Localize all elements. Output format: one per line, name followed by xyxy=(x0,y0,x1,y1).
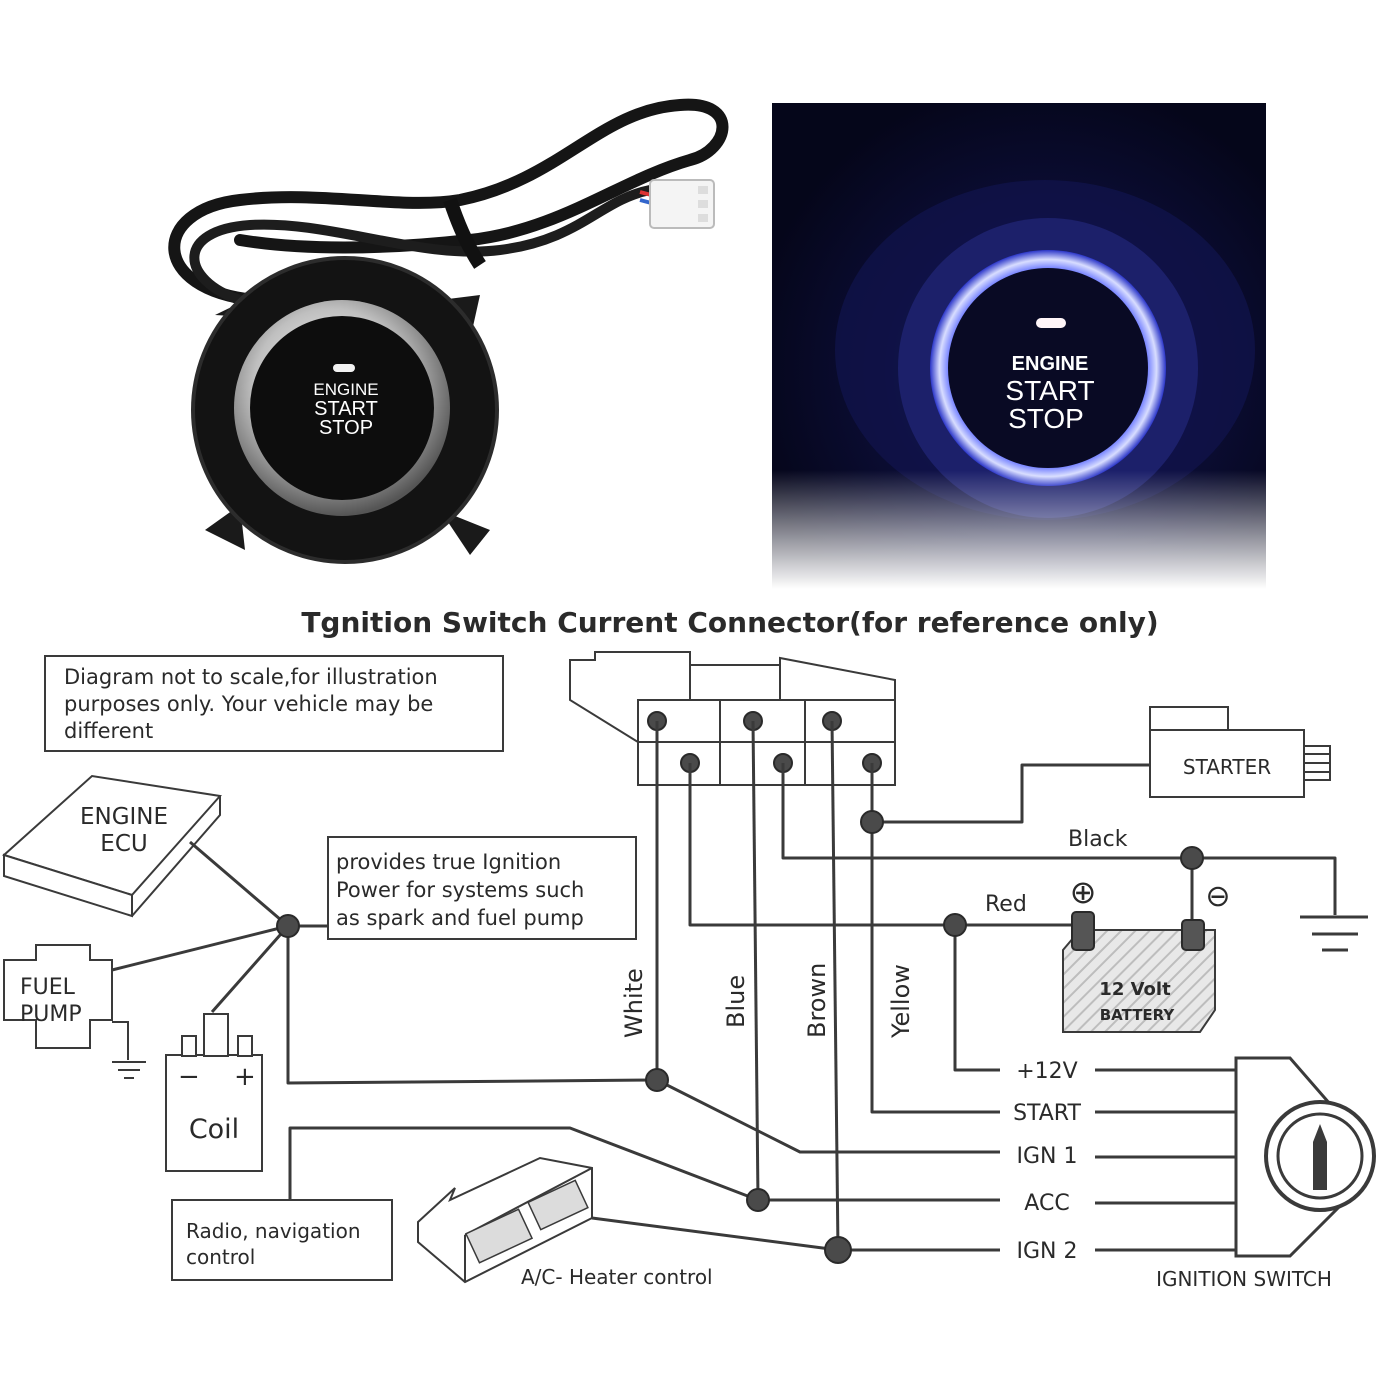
ignition-switch-label: IGNITION SWITCH xyxy=(1156,1267,1332,1291)
yellow-wire xyxy=(870,763,1000,1114)
battery: 12 Volt BATTERY ⊕ ⊖ xyxy=(1062,873,1231,1033)
starter-wire xyxy=(872,763,1150,824)
ignition-info: provides true Ignition Power for systems… xyxy=(327,836,637,940)
ign2-wire xyxy=(591,1216,1000,1252)
product-button-line1: ENGINE xyxy=(313,380,378,399)
ecu-wire xyxy=(189,840,289,928)
brown-wire-label: Brown xyxy=(803,963,831,1038)
ignition-bus xyxy=(286,926,658,1085)
yellow-wire-label: Yellow xyxy=(887,964,915,1039)
note-line-2: purposes only. Your vehicle may be xyxy=(64,692,433,716)
ac-heater-label: A/C- Heater control xyxy=(521,1265,713,1289)
ac-heater-control: A/C- Heater control xyxy=(417,1156,713,1289)
battery-minus-symbol: ⊖ xyxy=(1205,879,1230,914)
black-wire xyxy=(781,763,1337,915)
ignition-connector xyxy=(569,651,896,786)
lit-button-photo: ENGINE START STOP xyxy=(772,103,1266,589)
starter-label: STARTER xyxy=(1183,755,1271,779)
note-line-1: Diagram not to scale,for illustration xyxy=(64,665,438,689)
product-photo: ENGINE START STOP xyxy=(168,98,729,564)
connector-plug xyxy=(649,179,715,229)
diagram-title: Tgnition Switch Current Connector(for re… xyxy=(301,606,1158,639)
lit-button-line2: START xyxy=(1005,375,1094,406)
red-wire-label: Red xyxy=(985,892,1027,917)
battery-label-1: 12 Volt xyxy=(1099,979,1171,1000)
disclaimer-note: Diagram not to scale,for illustration pu… xyxy=(44,655,504,752)
coil-wire xyxy=(210,925,290,1013)
radio-label-1: Radio, navigation xyxy=(186,1219,361,1243)
terminal-start: START xyxy=(1013,1101,1081,1126)
coil-minus: − xyxy=(178,1062,200,1092)
engine-ecu: ENGINE ECU xyxy=(2,774,222,918)
ign1-wire xyxy=(656,1078,1000,1154)
starter: STARTER xyxy=(1149,706,1331,798)
fuel-pump-wire xyxy=(111,924,289,972)
plus12v-wire xyxy=(953,925,1000,1072)
fuel-pump: FUEL PUMP xyxy=(3,944,146,1079)
terminal-plus12v: +12V xyxy=(1016,1059,1077,1084)
radio-navigation: Radio, navigation control xyxy=(171,1199,393,1281)
white-wire-label: White xyxy=(620,968,648,1038)
product-button-line2: START xyxy=(314,398,378,420)
ignition-switch: IGNITION SWITCH xyxy=(1156,1056,1376,1291)
key-slot-icon xyxy=(1313,1124,1327,1190)
radio-label-2: control xyxy=(186,1245,255,1269)
product-button-line3: STOP xyxy=(319,417,373,439)
blue-wire-label: Blue xyxy=(722,975,750,1028)
wiring xyxy=(111,720,1337,1264)
black-wire-label: Black xyxy=(1068,827,1128,852)
blue-wire xyxy=(751,720,760,1201)
terminal-ign2: IGN 2 xyxy=(1017,1239,1078,1264)
switch-terminals: +12V START IGN 1 ACC IGN 2 xyxy=(1013,1059,1081,1264)
fuel-pump-label-1: FUEL xyxy=(20,975,76,1000)
ecu-label-1: ENGINE xyxy=(80,804,168,830)
info-line-3: as spark and fuel pump xyxy=(336,906,584,930)
ecu-label-2: ECU xyxy=(100,831,147,857)
wire-labels: White Blue Brown Yellow Black Red xyxy=(620,827,1128,1039)
terminal-acc: ACC xyxy=(1024,1191,1069,1216)
info-line-1: provides true Ignition xyxy=(336,850,561,874)
battery-label-2: BATTERY xyxy=(1100,1006,1176,1024)
terminal-ign1: IGN 1 xyxy=(1017,1144,1078,1169)
info-line-2: Power for systems such xyxy=(336,878,584,902)
cable xyxy=(168,98,729,306)
button-housing: ENGINE START STOP xyxy=(191,256,499,564)
battery-plus-symbol: ⊕ xyxy=(1070,873,1097,911)
ignition-coil: − + Coil xyxy=(165,1013,263,1172)
lit-button-line3: STOP xyxy=(1008,403,1084,434)
brown-wire xyxy=(830,720,840,1251)
fuel-pump-label-2: PUMP xyxy=(20,1002,82,1027)
coil-label: Coil xyxy=(189,1114,239,1145)
coil-plus: + xyxy=(234,1062,256,1092)
lit-button-line1: ENGINE xyxy=(1012,353,1089,375)
note-line-3: different xyxy=(64,719,153,743)
ground-symbol xyxy=(1300,915,1368,952)
acc-wire xyxy=(288,1126,1000,1202)
